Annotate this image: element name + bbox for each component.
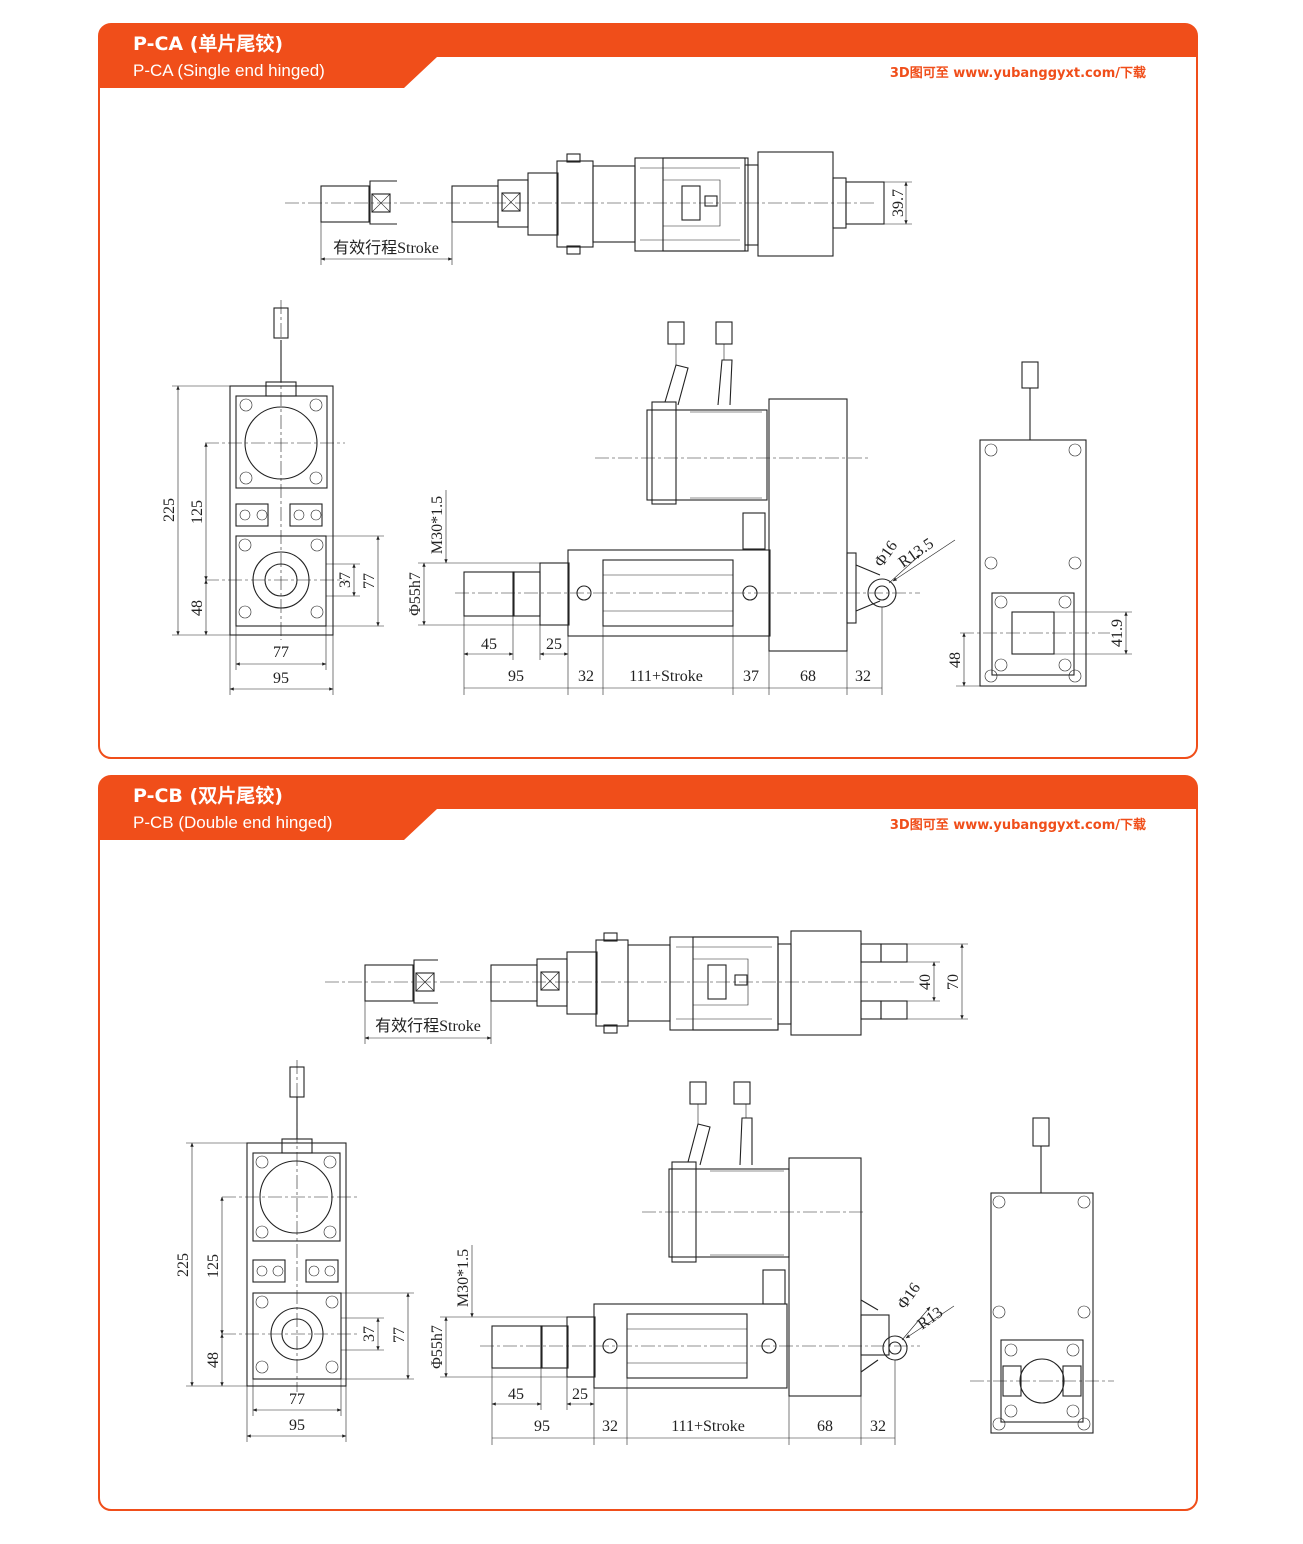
dim-32-b: 32 xyxy=(855,668,871,685)
section-p-ca: P-CA (单片尾铰) P-CA (Single end hinged) 3D图… xyxy=(98,23,1198,759)
dim-41-9: 41.9 xyxy=(1109,619,1126,647)
top-view: 39.7 有效行程Stroke xyxy=(285,151,912,265)
section-subtitle: P-CB (Double end hinged) xyxy=(133,813,332,832)
dim-125: 125 xyxy=(189,500,206,524)
dim-48: 48 xyxy=(205,1352,222,1368)
dim-95-h: 95 xyxy=(289,1417,305,1434)
dim-70: 70 xyxy=(945,974,962,990)
side-view: Φ16 R13 Φ55h7 M30*1.5 45 25 95 32 111+St xyxy=(429,1081,955,1445)
dim-77-v: 77 xyxy=(391,1327,408,1343)
dim-25: 25 xyxy=(546,636,562,653)
dim-32-b: 32 xyxy=(870,1418,886,1435)
front-view: 225 125 48 37 77 77 95 xyxy=(175,1060,414,1442)
dim-hole: Φ16 xyxy=(871,538,901,570)
dim-25: 25 xyxy=(572,1386,588,1403)
download-note[interactable]: 3D图可至 www.yubanggyxt.com/下载 xyxy=(890,65,1146,81)
front-view: 225 125 48 37 77 77 95 xyxy=(161,300,384,695)
dim-40: 40 xyxy=(917,974,934,990)
dim-48: 48 xyxy=(189,600,206,616)
dim-32-a: 32 xyxy=(602,1418,618,1435)
dim-225: 225 xyxy=(161,498,178,522)
dim-shaft: Φ55h7 xyxy=(407,572,424,616)
dim-77-h: 77 xyxy=(273,644,289,661)
dim-77-h: 77 xyxy=(289,1391,305,1408)
dim-37: 37 xyxy=(361,1326,378,1342)
dim-stroke: 111+Stroke xyxy=(629,668,703,685)
dim-45: 45 xyxy=(481,636,497,653)
side-view: Φ16 R13.5 Φ55h7 M30*1.5 45 25 95 32 xyxy=(407,321,956,695)
stroke-label: 有效行程Stroke xyxy=(375,1017,481,1035)
dim-95-side: 95 xyxy=(534,1418,550,1435)
dim-77-v: 77 xyxy=(361,573,378,589)
section-title: P-CB (双片尾铰) xyxy=(133,784,283,807)
dim-225: 225 xyxy=(175,1253,192,1277)
dim-68: 68 xyxy=(817,1418,833,1435)
dim-39-7: 39.7 xyxy=(890,189,907,217)
section-frame xyxy=(98,23,1198,759)
dim-hole: Φ16 xyxy=(894,1280,924,1312)
top-view: 40 70 有效行程Stroke xyxy=(325,930,968,1044)
dim-shaft: Φ55h7 xyxy=(429,1325,446,1369)
dim-stroke: 111+Stroke xyxy=(671,1418,745,1435)
download-note[interactable]: 3D图可至 www.yubanggyxt.com/下载 xyxy=(890,817,1146,833)
dim-95-side: 95 xyxy=(508,668,524,685)
dim-125: 125 xyxy=(205,1254,222,1278)
dim-37: 37 xyxy=(337,572,354,588)
section-subtitle: P-CA (Single end hinged) xyxy=(133,61,325,80)
header-band xyxy=(99,776,1197,840)
stroke-label: 有效行程Stroke xyxy=(333,239,439,257)
header-band xyxy=(99,24,1197,88)
dim-thread: M30*1.5 xyxy=(429,496,446,554)
dim-32-a: 32 xyxy=(578,668,594,685)
dim-37-side: 37 xyxy=(743,668,759,685)
section-p-cb: P-CB (双片尾铰) P-CB (Double end hinged) 3D图… xyxy=(98,775,1198,1511)
dim-thread: M30*1.5 xyxy=(455,1249,472,1307)
dim-45: 45 xyxy=(508,1386,524,1403)
section-title: P-CA (单片尾铰) xyxy=(133,32,283,55)
rear-view: 41.9 48 xyxy=(947,361,1132,687)
dim-68: 68 xyxy=(800,668,816,685)
dim-48-rear: 48 xyxy=(947,652,964,668)
rear-view xyxy=(970,1117,1114,1434)
dim-95-h: 95 xyxy=(273,670,289,687)
